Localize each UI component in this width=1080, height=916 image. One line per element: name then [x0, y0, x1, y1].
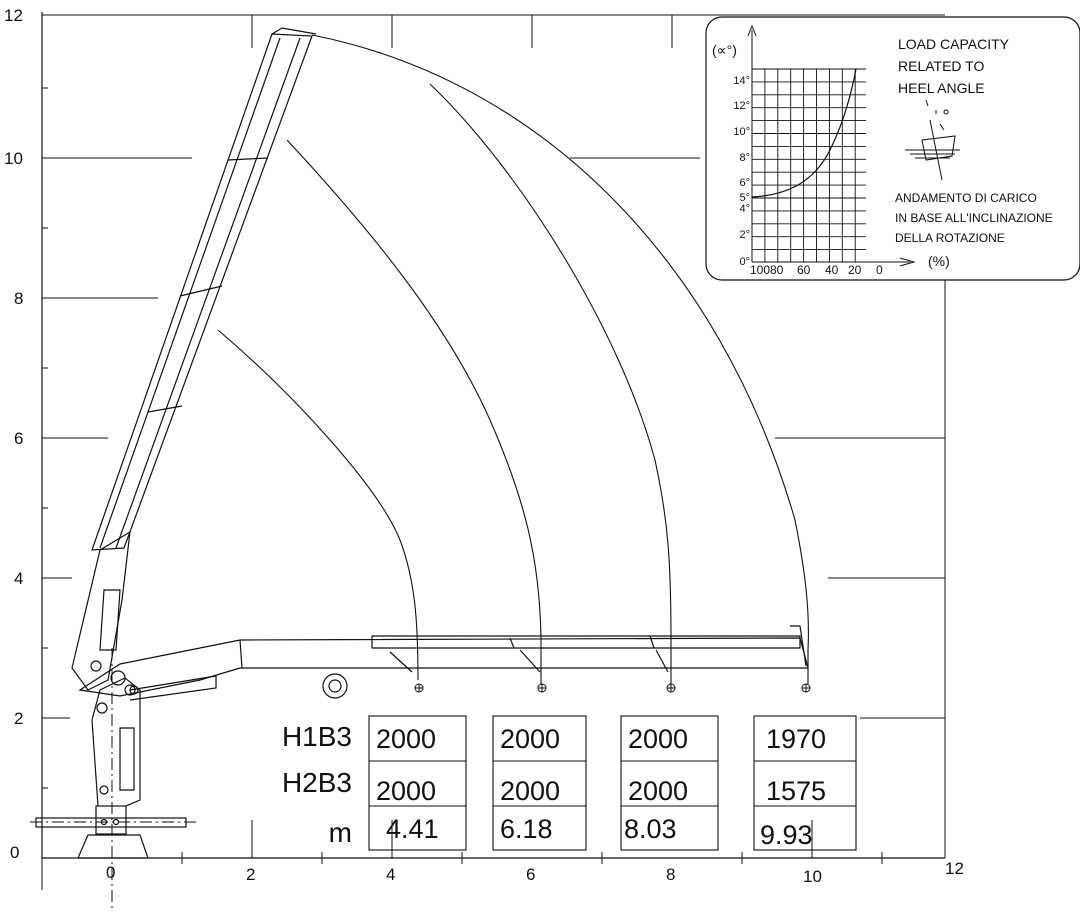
center-line — [30, 648, 200, 911]
inset-y-tick: 2° — [739, 229, 750, 241]
inset-title-it: ANDAMENTO DI CARICO IN BASE ALL'INCLINAZ… — [895, 191, 1053, 245]
main-boom — [91, 33, 313, 551]
inset-title-line: LOAD CAPACITY — [898, 36, 1010, 52]
inset-title-line: IN BASE ALL'INCLINAZIONE — [895, 211, 1053, 225]
column-base — [95, 805, 127, 835]
y-tick-label: 0 — [10, 843, 19, 862]
x-tick-label: 4 — [386, 865, 395, 884]
heel-angle-icon — [905, 99, 960, 181]
x-tick-label: 12 — [945, 859, 964, 878]
cell-m: 9.93 — [760, 820, 813, 850]
inset-y-tick: 6° — [739, 177, 750, 189]
x-tick-label: 2 — [246, 865, 255, 884]
table-column: 2000 2000 8.03 — [620, 715, 719, 851]
cell-h2b3: 2000 — [376, 776, 436, 806]
reach-curve-2 — [286, 139, 542, 641]
inset-x-tick: 40 — [825, 263, 839, 277]
table-column: 2000 2000 6.18 — [492, 715, 587, 851]
inset-title-line: RELATED TO — [898, 58, 984, 74]
horizontal-boom — [78, 637, 809, 697]
reach-curve-3 — [429, 83, 672, 641]
inset-frame — [705, 16, 1080, 281]
stabilizer-beam — [35, 817, 187, 828]
y-tick-labels: 12 10 8 6 4 2 0 — [4, 6, 23, 862]
crane-base — [77, 834, 149, 859]
cell-h1b3: 2000 — [376, 724, 436, 754]
inset-x-tick: 0 — [876, 263, 883, 277]
inset-y-tick: 8° — [739, 152, 750, 164]
inset-title-line: ANDAMENTO DI CARICO — [895, 191, 1037, 205]
reach-curve-1 — [217, 329, 419, 681]
heel-angle-inset: (∝°) (%) 0° 2° 4° 5° 6° 8° 10° 12° 14° 1… — [705, 16, 1080, 281]
inset-y-unit: (∝°) — [712, 42, 737, 58]
inset-y-tick: 4° — [739, 203, 750, 215]
hook-markers — [414, 683, 811, 693]
inset-title-line: DELLA ROTAZIONE — [895, 231, 1005, 245]
cell-m: 4.41 — [386, 814, 439, 844]
inset-x-tick: 100 — [750, 263, 770, 277]
crane-drawing — [35, 27, 809, 859]
table-column: 1970 1575 9.93 — [753, 715, 857, 851]
inset-title-en: LOAD CAPACITY RELATED TO HEEL ANGLE — [898, 36, 1010, 96]
minor-ticks — [42, 87, 883, 864]
inset-y-ticks: 0° 2° 4° 5° 6° 8° 10° 12° 14° — [733, 75, 750, 268]
cell-m: 6.18 — [500, 814, 553, 844]
y-tick-label: 2 — [14, 709, 23, 728]
cell-m: 8.03 — [624, 814, 677, 844]
x-tick-label: 0 — [106, 863, 115, 882]
load-table: H1B3 H2B3 m 2000 2000 4.41 2000 2000 6.1… — [282, 715, 857, 851]
inset-x-tick: 20 — [848, 263, 862, 277]
inset-y-tick: 10° — [733, 126, 750, 138]
table-column: 2000 2000 4.41 — [368, 715, 467, 851]
inset-curve — [751, 68, 857, 198]
inset-y-tick: 12° — [733, 100, 750, 112]
inset-x-tick: 60 — [797, 263, 811, 277]
x-tick-label: 6 — [526, 865, 535, 884]
table-columns: 2000 2000 4.41 2000 2000 6.18 2000 2000 — [368, 715, 857, 851]
axes — [41, 12, 945, 859]
y-tick-label: 12 — [4, 6, 23, 25]
inset-title-line: HEEL ANGLE — [898, 80, 985, 96]
reach-curve-outer — [311, 34, 809, 651]
x-tick-label: 8 — [666, 865, 675, 884]
inset-x-unit: (%) — [928, 253, 950, 269]
inset-x-ticks: 100 80 60 40 20 0 — [750, 263, 883, 277]
row-label-h2b3: H2B3 — [282, 767, 352, 798]
y-tick-label: 10 — [4, 149, 23, 168]
reach-curves — [217, 34, 809, 684]
grid-lines — [41, 15, 946, 890]
y-tick-label: 6 — [14, 429, 23, 448]
row-label-m: m — [329, 817, 352, 848]
winch-icon — [322, 673, 348, 699]
cell-h2b3: 1575 — [766, 776, 826, 806]
cell-h2b3: 2000 — [500, 776, 560, 806]
inset-y-tick: 5° — [739, 192, 750, 204]
cell-h1b3: 2000 — [628, 724, 688, 754]
table-row-labels: H1B3 H2B3 m — [282, 721, 352, 848]
cell-h1b3: 2000 — [500, 724, 560, 754]
cell-h1b3: 1970 — [766, 724, 826, 754]
x-tick-labels: 0 2 4 6 8 10 12 — [106, 859, 964, 886]
cell-h2b3: 2000 — [628, 776, 688, 806]
inset-y-tick: 14° — [733, 75, 750, 87]
inset-x-tick: 80 — [770, 263, 784, 277]
y-tick-label: 4 — [14, 569, 23, 588]
row-label-h1b3: H1B3 — [282, 721, 352, 752]
y-tick-label: 8 — [14, 289, 23, 308]
x-tick-label: 10 — [803, 867, 822, 886]
inset-y-tick: 0° — [739, 256, 750, 268]
